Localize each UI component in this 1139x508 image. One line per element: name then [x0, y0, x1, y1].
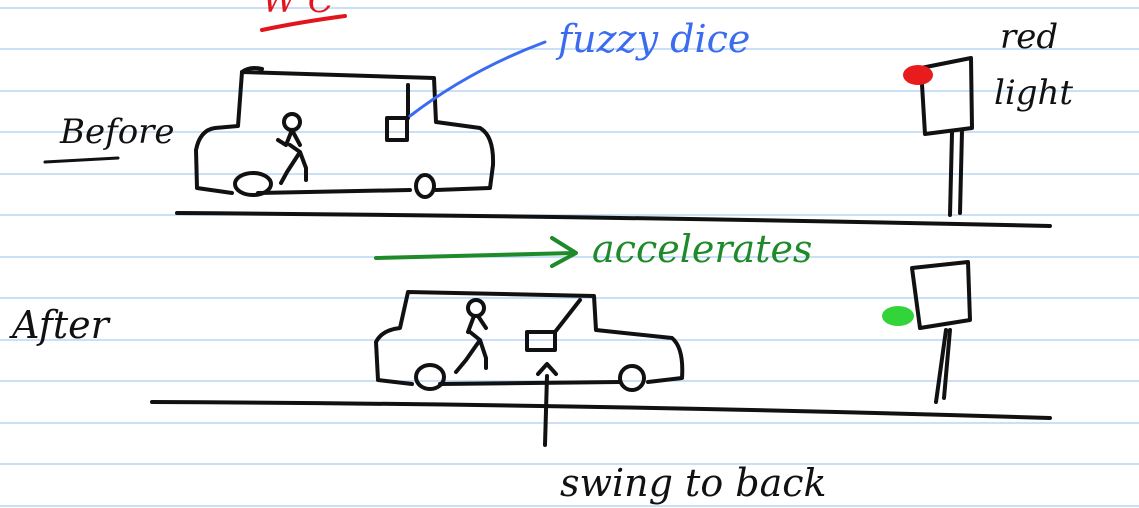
driver-after-body	[456, 316, 486, 372]
before-label: Before	[59, 112, 175, 152]
after-label: After	[9, 303, 112, 347]
traffic-light-before-pole	[950, 131, 962, 215]
dice-after	[527, 332, 555, 350]
driver-after-head	[468, 300, 484, 316]
accelerates-label: accelerates	[592, 227, 812, 271]
traffic-light-after-box	[912, 262, 970, 328]
before-underline	[45, 158, 118, 162]
car-after-wheel-front	[620, 366, 644, 390]
accelerates-arrow	[376, 238, 576, 266]
driver-before-body	[278, 130, 306, 183]
red-light-lamp	[903, 65, 933, 85]
red-light-label-line1: red	[1000, 17, 1058, 57]
traffic-light-after-pole	[936, 330, 950, 402]
driver-before-head	[284, 114, 300, 130]
fuzzy-dice-label: fuzzy dice	[555, 17, 750, 61]
car-before-wheel-front	[416, 175, 434, 197]
ground-after	[152, 402, 1050, 418]
swing-to-back-label: swing to back	[560, 461, 827, 505]
green-light-lamp	[882, 306, 914, 326]
car-after	[376, 292, 682, 390]
car-before-wheel-rear	[235, 173, 271, 195]
red-light-label-line2: light	[994, 73, 1073, 113]
dice-before	[387, 118, 407, 140]
car-after-wheel-rear	[416, 365, 444, 389]
car-after-body	[376, 292, 682, 384]
dice-after-string	[555, 300, 580, 332]
